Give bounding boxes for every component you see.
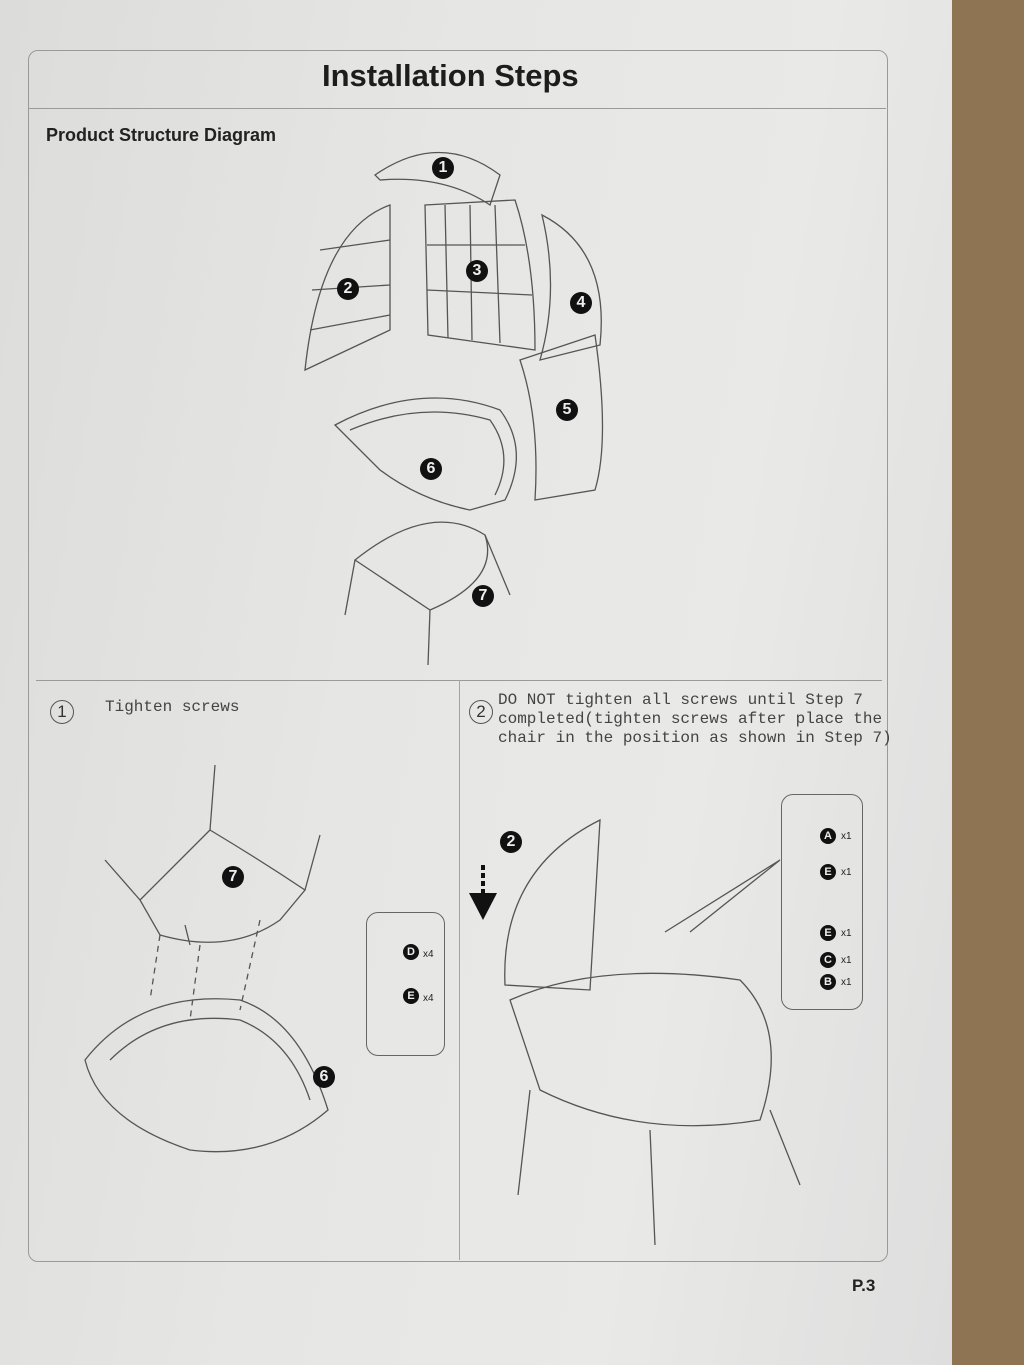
part-e-badge: E <box>820 864 836 880</box>
callout-leader <box>664 859 781 933</box>
part-a-qty: x1 <box>841 831 852 842</box>
hardware-box-step-2 <box>781 794 863 1010</box>
callout-2: 2 <box>337 278 359 300</box>
step-2-text: DO NOT tighten all screws until Step 7 c… <box>498 691 892 748</box>
part-e-badge: E <box>403 988 419 1004</box>
step-divider <box>459 680 460 1260</box>
step-2-number: 2 <box>469 700 493 724</box>
step1-frame-drawing <box>104 764 321 1021</box>
step-2-text-line: DO NOT tighten all screws until Step 7 <box>498 691 863 709</box>
section-title: Product Structure Diagram <box>46 125 277 145</box>
step-1-text: Tighten screws <box>105 698 240 716</box>
part-d-badge: D <box>403 944 419 960</box>
step-2-callout-2: 2 <box>500 831 522 853</box>
step-1-callout-7: 7 <box>222 866 244 888</box>
header-divider <box>28 108 886 109</box>
step-2-text-line: chair in the position as shown in Step 7… <box>498 729 892 747</box>
part-5-drawing <box>519 334 604 501</box>
step2-chair-drawing <box>504 818 801 1246</box>
part-b-badge: B <box>820 974 836 990</box>
step1-seat-drawing <box>84 998 329 1153</box>
callout-1: 1 <box>432 157 454 179</box>
part-3-drawing <box>424 199 536 351</box>
step-1-number: 1 <box>50 700 74 724</box>
part-4-drawing <box>539 213 602 361</box>
part-1-drawing <box>373 151 501 207</box>
part-e-qty: x1 <box>841 867 852 878</box>
page-frame <box>28 50 888 1262</box>
step-2-text-line: completed(tighten screws after place the <box>498 710 883 728</box>
part-d-qty: x4 <box>423 949 434 960</box>
part-c-qty: x1 <box>841 955 852 966</box>
part-6-drawing <box>333 397 518 511</box>
hardware-box-step-1 <box>366 912 445 1056</box>
part-e-qty: x4 <box>423 993 434 1004</box>
callout-6: 6 <box>420 458 442 480</box>
part-a-badge: A <box>820 828 836 844</box>
callout-5: 5 <box>556 399 578 421</box>
part-e-badge: E <box>820 925 836 941</box>
step-1-callout-6: 6 <box>313 1066 335 1088</box>
part-c-badge: C <box>820 952 836 968</box>
part-b-qty: x1 <box>841 977 852 988</box>
part-e-qty: x1 <box>841 928 852 939</box>
callout-7: 7 <box>472 585 494 607</box>
page-title: Installation Steps <box>322 58 579 93</box>
callout-4: 4 <box>570 292 592 314</box>
part-7-drawing <box>344 521 511 666</box>
callout-3: 3 <box>466 260 488 282</box>
page-number: P.3 <box>852 1276 876 1295</box>
